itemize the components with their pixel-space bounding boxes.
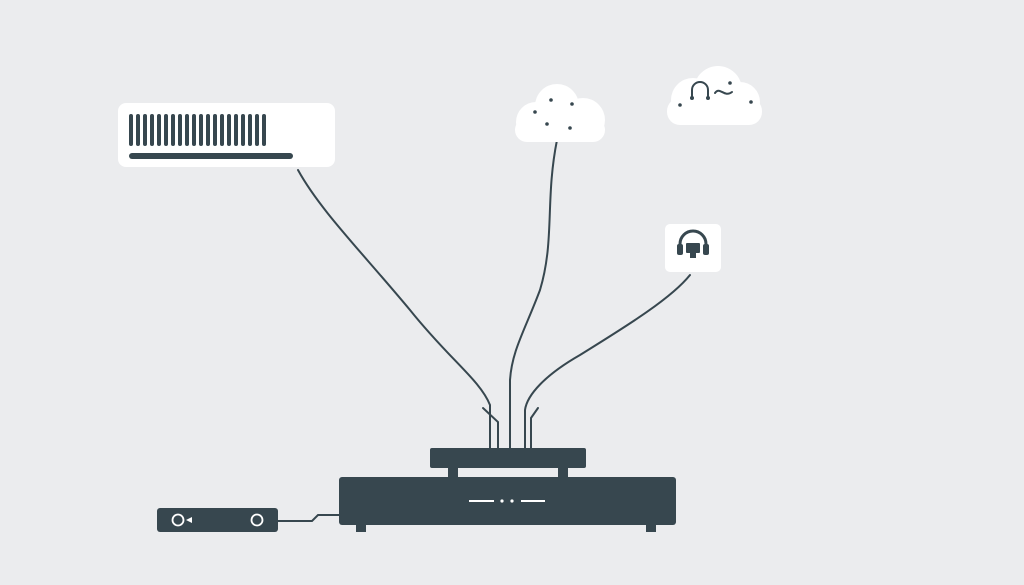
server-panel[interactable] <box>118 103 335 167</box>
server-bar <box>206 114 210 146</box>
server-bar <box>157 114 161 146</box>
server-bar <box>185 114 189 146</box>
router[interactable] <box>339 448 676 532</box>
server-bar <box>192 114 196 146</box>
server-bar <box>241 114 245 146</box>
server-bar <box>220 114 224 146</box>
server-bar <box>171 114 175 146</box>
server-bar <box>136 114 140 146</box>
cable-modem-to-router <box>277 514 341 522</box>
modem-port-right <box>250 513 264 527</box>
cable-server-to-router <box>297 169 491 451</box>
server-bar <box>199 114 203 146</box>
cloud-dots-icon <box>515 84 605 142</box>
server-bar <box>164 114 168 146</box>
server-bars <box>129 114 266 146</box>
server-bar <box>227 114 231 146</box>
server-bar <box>248 114 252 146</box>
modem-port-left <box>171 513 185 527</box>
server-bar <box>234 114 238 146</box>
server-bar <box>178 114 182 146</box>
cloud-right[interactable] <box>667 66 762 125</box>
server-bar <box>213 114 217 146</box>
cable-cloud-to-router <box>509 139 558 451</box>
server-bar <box>129 114 133 146</box>
headset-tile[interactable] <box>665 224 721 272</box>
cable-extra-left <box>482 407 499 451</box>
server-bar <box>255 114 259 146</box>
cloud-left[interactable] <box>515 84 605 142</box>
headset-icon <box>677 229 709 258</box>
server-bar <box>262 114 266 146</box>
cloud-signal-icon <box>667 66 762 125</box>
server-status-bar <box>129 153 293 159</box>
modem-arrow-icon <box>186 517 192 523</box>
modem[interactable] <box>157 508 278 532</box>
server-bar <box>143 114 147 146</box>
cable-extra-right <box>530 407 539 451</box>
cable-headset-to-router <box>524 274 691 451</box>
router-status-lights <box>469 499 545 503</box>
server-bar <box>150 114 154 146</box>
